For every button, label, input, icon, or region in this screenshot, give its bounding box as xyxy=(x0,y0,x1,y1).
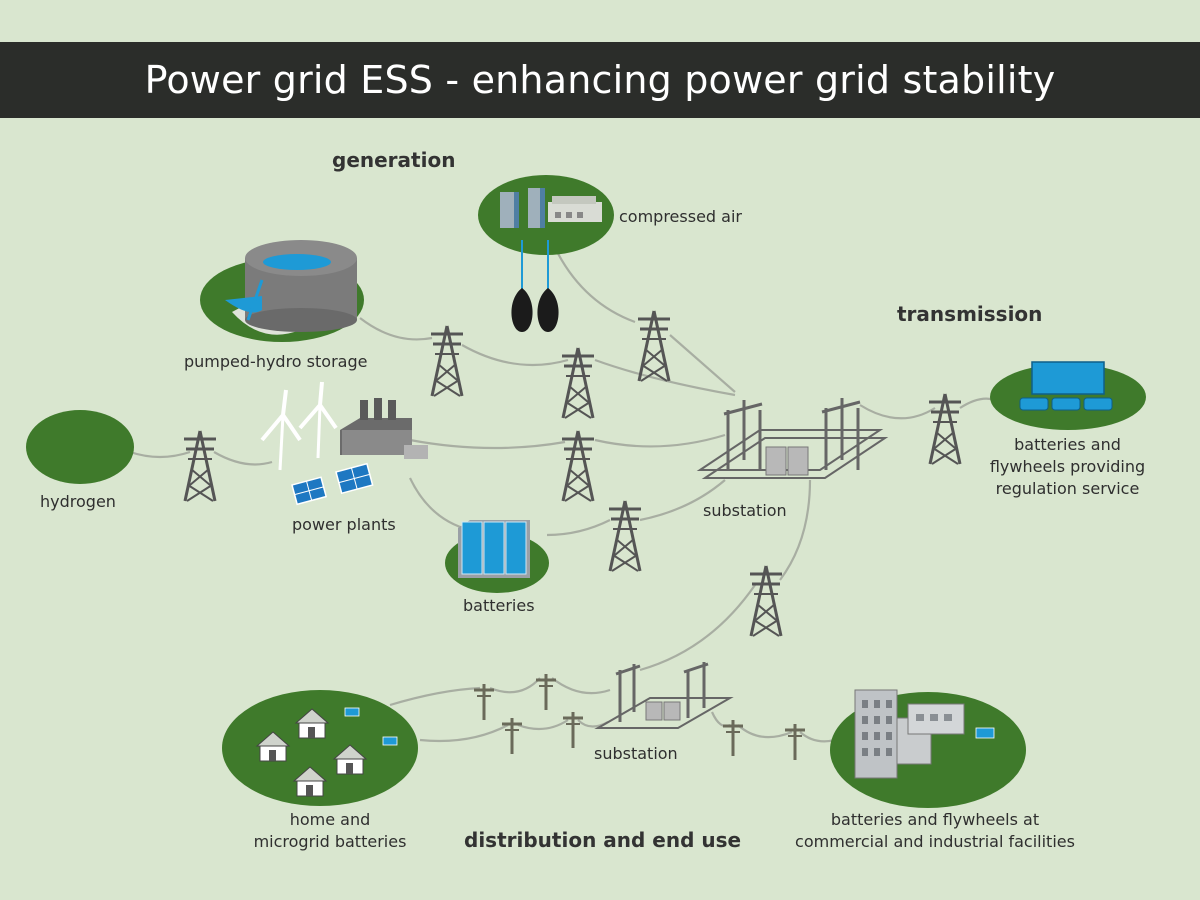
label-home-microgrid: home and microgrid batteries xyxy=(235,809,425,853)
main-substation xyxy=(696,398,889,479)
label-hydrogen: hydrogen xyxy=(40,492,116,511)
label-regulation-line3: regulation service xyxy=(995,479,1140,498)
title-banner: Power grid ESS - enhancing power grid st… xyxy=(0,42,1200,118)
section-transmission: transmission xyxy=(897,302,1043,326)
commercial-facilities-node xyxy=(830,689,1026,808)
label-regulation-line1: batteries and xyxy=(1014,435,1121,454)
label-compressed-air: compressed air xyxy=(619,207,742,226)
label-regulation-service: batteries and flywheels providing regula… xyxy=(980,434,1155,500)
pumped-hydro-node xyxy=(200,240,364,342)
section-distribution: distribution and end use xyxy=(464,828,742,852)
regulation-service-node xyxy=(990,361,1146,430)
page-title: Power grid ESS - enhancing power grid st… xyxy=(144,58,1056,102)
label-power-plants: power plants xyxy=(292,515,396,534)
label-regulation-line2: flywheels providing xyxy=(989,457,1146,476)
label-home-line1: home and xyxy=(289,810,371,829)
label-substation-dist: substation xyxy=(594,744,678,763)
label-commercial-line2: commercial and industrial facilities xyxy=(795,832,1075,851)
distribution-substation xyxy=(594,662,734,729)
compressed-air-node xyxy=(478,175,614,332)
label-pumped-hydro: pumped-hydro storage xyxy=(184,352,368,371)
power-plants-node xyxy=(260,381,428,506)
label-commercial-line1: batteries and flywheels at xyxy=(830,810,1040,829)
label-substation-main: substation xyxy=(703,501,787,520)
batteries-node xyxy=(445,520,549,593)
label-home-line2: microgrid batteries xyxy=(253,832,407,851)
label-commercial-facilities: batteries and flywheels at commercial an… xyxy=(780,809,1090,853)
home-microgrid-node xyxy=(222,690,418,806)
hydrogen-node xyxy=(26,410,134,484)
section-generation: generation xyxy=(332,148,456,172)
label-batteries: batteries xyxy=(463,596,535,615)
